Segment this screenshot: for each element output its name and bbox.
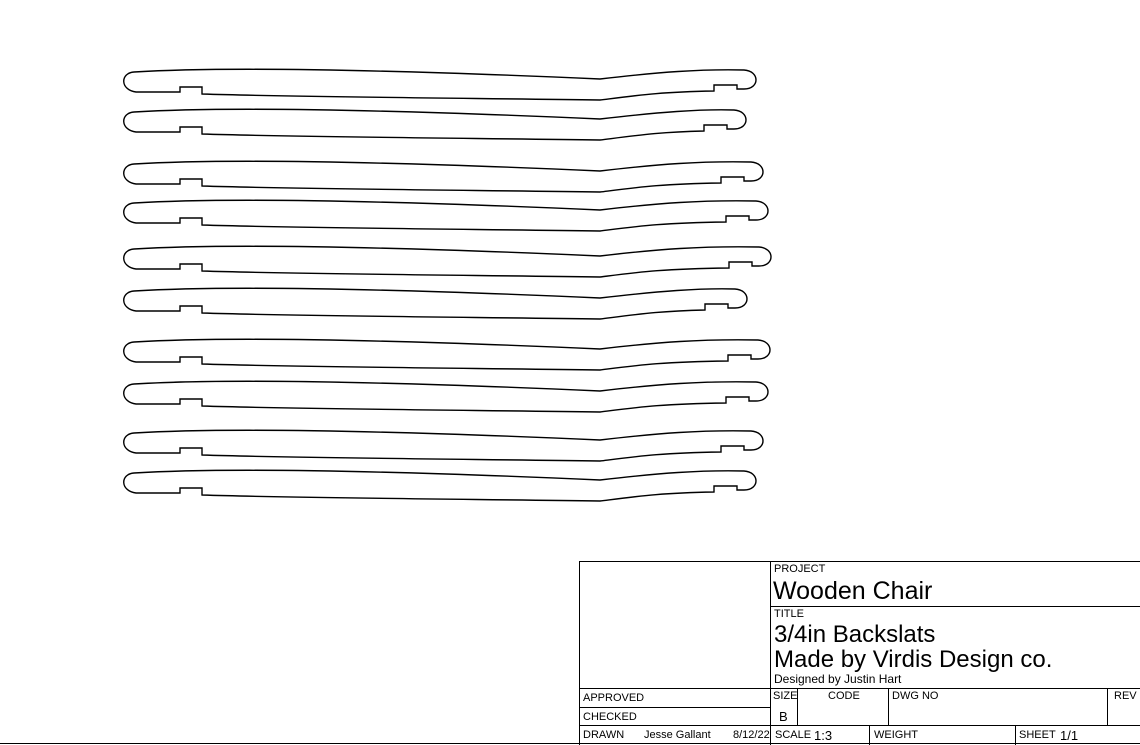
backslat-outline-5 [123, 245, 772, 278]
backslat-outline-4 [123, 199, 769, 232]
backslat-outline-6 [123, 287, 748, 320]
backslat-outline-3 [123, 160, 764, 193]
backslat-outline-7 [123, 338, 771, 371]
backslat-outline-10 [123, 469, 757, 502]
backslat-outline-8 [123, 380, 769, 413]
backslat-outline-1 [123, 68, 757, 101]
backslat-outline-9 [123, 429, 764, 462]
backslat-outline-2 [123, 108, 747, 141]
